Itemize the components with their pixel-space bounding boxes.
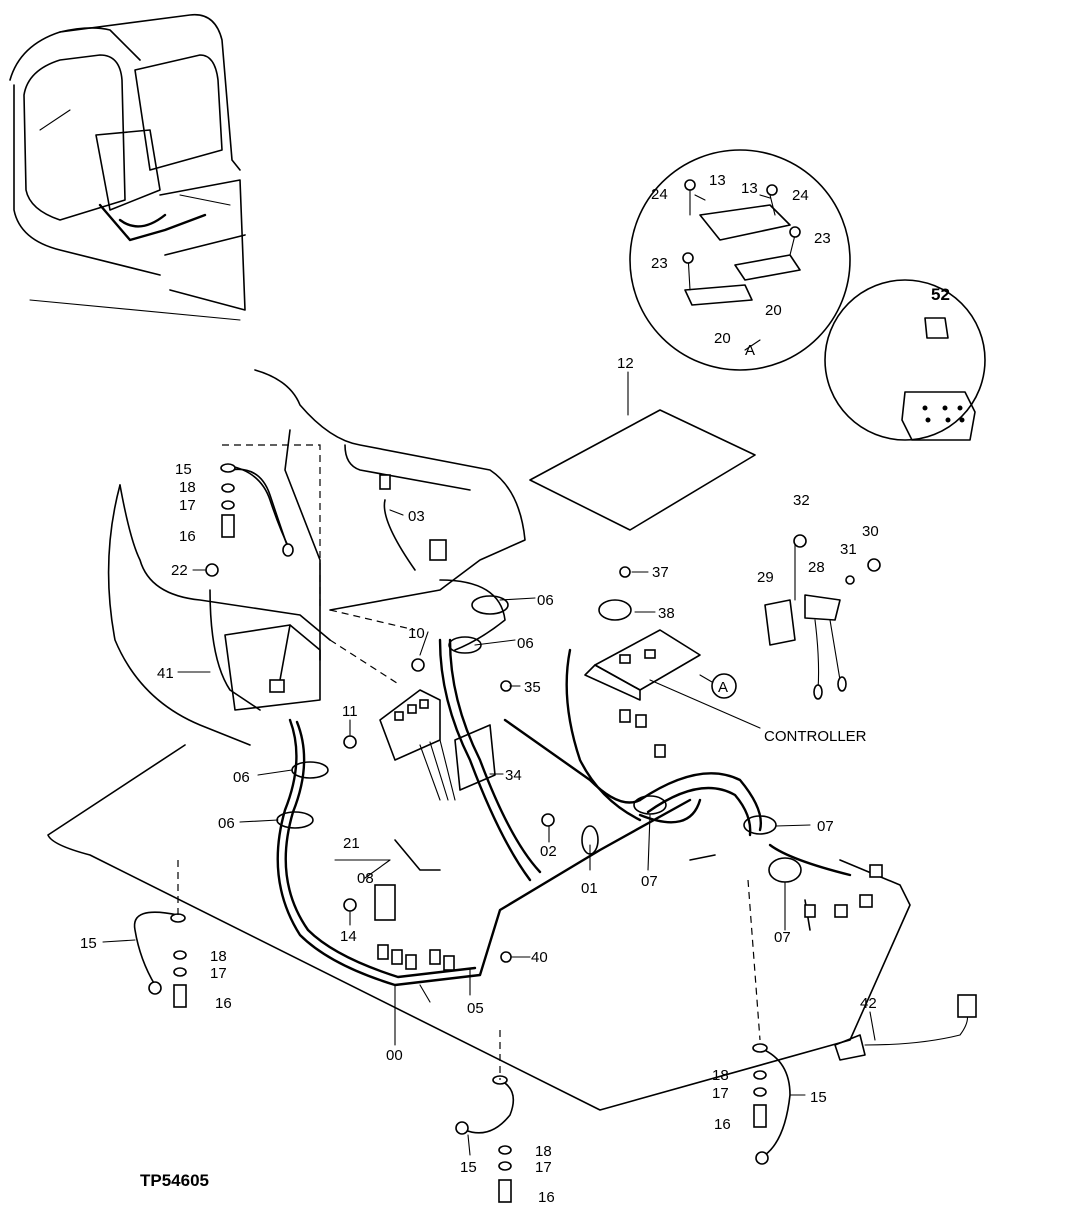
callout-12: 12 [617, 355, 634, 372]
fuse-detail [824, 279, 986, 441]
callout-32: 32 [793, 492, 810, 509]
callout-11: 11 [342, 703, 358, 720]
callout-07: 07 [774, 929, 791, 946]
callout-16: 16 [538, 1189, 555, 1206]
callout-10: 10 [408, 625, 425, 642]
callout-15: 15 [80, 935, 97, 952]
callout-05: 05 [467, 1000, 484, 1017]
callout-08: 08 [357, 870, 374, 887]
callout-17: 17 [535, 1159, 552, 1176]
leader-lines [102, 194, 876, 1156]
callout-13: 13 [741, 180, 758, 197]
callout-34: 34 [505, 767, 522, 784]
callout-31: 31 [840, 541, 857, 558]
callout-20: 20 [714, 330, 731, 347]
callout-00: 00 [386, 1047, 403, 1064]
relay-bracket [764, 544, 847, 700]
callout-16: 16 [179, 528, 196, 545]
callout-13: 13 [709, 172, 726, 189]
alignment-lines [177, 444, 761, 1080]
callout-18: 18 [179, 479, 196, 496]
callout-17: 17 [210, 965, 227, 982]
callout-06: 06 [218, 815, 235, 832]
callout-15: 15 [460, 1159, 477, 1176]
detail-a-bracket [629, 149, 851, 371]
callout-23: 23 [651, 255, 668, 272]
callout-35: 35 [524, 679, 541, 696]
callout-03: 03 [408, 508, 425, 525]
callout-40: 40 [531, 949, 548, 966]
controller-bracket [584, 629, 701, 701]
callout-02: 02 [540, 843, 557, 860]
callout-38: 38 [658, 605, 675, 622]
harness-connectors [269, 474, 883, 971]
right-console [254, 369, 526, 661]
callout-42: 42 [860, 995, 877, 1012]
callout-41: 41 [157, 665, 174, 682]
machine-cab-illustration [9, 13, 246, 321]
detail-a-label: A [745, 342, 755, 359]
callout-37: 37 [652, 564, 669, 581]
callout-24: 24 [651, 186, 668, 203]
callout-17: 17 [179, 497, 196, 514]
callout-17: 17 [712, 1085, 729, 1102]
callout-16: 16 [215, 995, 232, 1012]
harness-clamps [276, 595, 802, 883]
callout-15: 15 [810, 1089, 827, 1106]
callout-14: 14 [340, 928, 357, 945]
callout-18: 18 [210, 948, 227, 965]
manual-sheet [529, 409, 756, 531]
callout-labels: 00 01 02 03 05 06 06 06 06 07 07 07 08 1… [80, 172, 950, 1206]
callout-01: 01 [581, 880, 598, 897]
callout-30: 30 [862, 523, 879, 540]
controller-label: CONTROLLER [764, 728, 867, 745]
extension-cable [834, 994, 977, 1061]
callout-06: 06 [517, 635, 534, 652]
floor-plate [47, 744, 911, 1111]
callout-21: 21 [343, 835, 360, 852]
switch-panel [379, 689, 496, 801]
callout-16: 16 [714, 1116, 731, 1133]
callout-22: 22 [171, 562, 188, 579]
callout-23: 23 [814, 230, 831, 247]
callout-28: 28 [808, 559, 825, 576]
callout-07: 07 [817, 818, 834, 835]
callout-15: 15 [175, 461, 192, 478]
detail-a-marker-letter: A [718, 679, 728, 696]
callout-20: 20 [765, 302, 782, 319]
callout-24: 24 [792, 187, 809, 204]
figure-id: TP54605 [140, 1171, 209, 1190]
callout-18: 18 [535, 1143, 552, 1160]
left-console [107, 484, 331, 746]
callout-06: 06 [537, 592, 554, 609]
callout-07: 07 [641, 873, 658, 890]
callout-29: 29 [757, 569, 774, 586]
callout-52: 52 [931, 285, 950, 304]
callout-18: 18 [712, 1067, 729, 1084]
callout-06: 06 [233, 769, 250, 786]
detail-a-marker: A [699, 673, 737, 699]
fasteners [170, 463, 881, 1203]
